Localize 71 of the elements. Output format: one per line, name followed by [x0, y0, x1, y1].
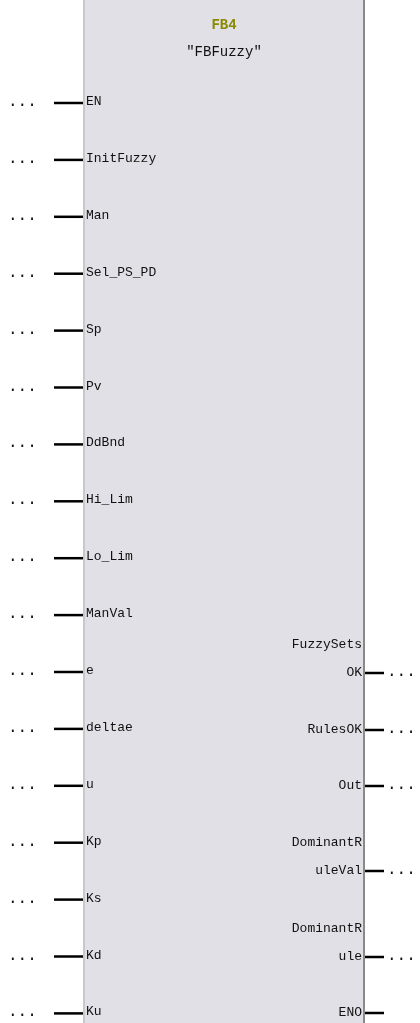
operand-input-field: ...: [387, 721, 416, 737]
output-pin-label: RulesOK: [291, 716, 363, 744]
connection-line: [54, 784, 83, 788]
connection-line: [54, 443, 83, 446]
input-pin-label: Sp: [85, 321, 102, 338]
output-pin-label: DominantRule: [291, 915, 363, 971]
input-pin-label: Kp: [85, 833, 102, 850]
connection-line: [54, 329, 83, 332]
connection-line: [54, 386, 83, 389]
connection-line: [365, 784, 384, 788]
connection-line: [54, 613, 83, 617]
output-pin-label: ENO: [291, 999, 363, 1023]
connection-line: [54, 215, 83, 219]
input-pin-label: Sel_PS_PD: [85, 264, 157, 281]
operand-input-field: ...: [387, 664, 416, 680]
operand-input-field: ...: [8, 606, 37, 623]
connection-line: [365, 869, 384, 873]
function-block: [83, 0, 365, 1023]
operand-input-field: ...: [387, 777, 416, 793]
connection-line: [365, 728, 384, 732]
connection-line: [54, 670, 83, 674]
connection-line: [54, 841, 83, 844]
connection-line: [365, 671, 384, 675]
input-pin-label: Lo_Lim: [85, 549, 133, 566]
operand-input-field: ...: [8, 264, 37, 281]
block-name: "FBFuzzy": [185, 43, 263, 61]
connection-line: [365, 955, 384, 959]
operand-input-field: ...: [8, 207, 37, 224]
input-pin-label: Kd: [85, 947, 102, 964]
input-pin-label: DdBnd: [85, 435, 125, 452]
input-pin-label: EN: [85, 94, 102, 110]
operand-input-field: ...: [8, 94, 37, 110]
operand-input-field: ...: [8, 947, 37, 964]
operand-input-field: ...: [8, 1004, 37, 1021]
input-pin-label: e: [85, 663, 94, 679]
input-pin-label: Pv: [85, 378, 102, 395]
connection-line: [54, 955, 83, 958]
output-pin-label: FuzzySetsOK: [291, 631, 363, 687]
input-pin-label: Ks: [85, 890, 102, 907]
input-pin-label: Man: [85, 207, 110, 224]
operand-input-field: ...: [8, 150, 37, 167]
operand-input-field: ...: [387, 862, 416, 878]
operand-input-field: ...: [8, 378, 37, 395]
output-pin-label: Out: [291, 772, 363, 800]
connection-line: [54, 272, 83, 275]
connection-line: [54, 898, 83, 901]
operand-input-field: ...: [8, 549, 37, 566]
connection-line: [54, 101, 83, 105]
operand-input-field: ...: [8, 719, 37, 736]
operand-input-field: ...: [8, 663, 37, 679]
input-pin-label: u: [85, 776, 94, 793]
connection-line: [54, 727, 83, 731]
connection-line: [54, 500, 83, 503]
operand-input-field: ...: [8, 833, 37, 850]
input-pin-label: Ku: [85, 1004, 102, 1021]
input-pin-label: ManVal: [85, 606, 133, 623]
operand-input-field: ...: [8, 890, 37, 907]
operand-input-field: ...: [387, 948, 416, 964]
block-number: FB4: [210, 16, 238, 34]
operand-input-field: ...: [8, 435, 37, 452]
connection-line: [54, 1012, 83, 1015]
operand-input-field: ...: [8, 776, 37, 793]
input-pin-label: InitFuzzy: [85, 150, 157, 167]
operand-input-field: ...: [8, 321, 37, 338]
input-pin-label: deltae: [85, 719, 133, 736]
input-pin-label: Hi_Lim: [85, 492, 133, 509]
connection-line: [365, 1011, 384, 1015]
output-pin-label: DominantRuleVal: [291, 829, 363, 885]
connection-line: [54, 158, 83, 162]
operand-input-field: ...: [8, 492, 37, 509]
connection-line: [54, 556, 83, 560]
